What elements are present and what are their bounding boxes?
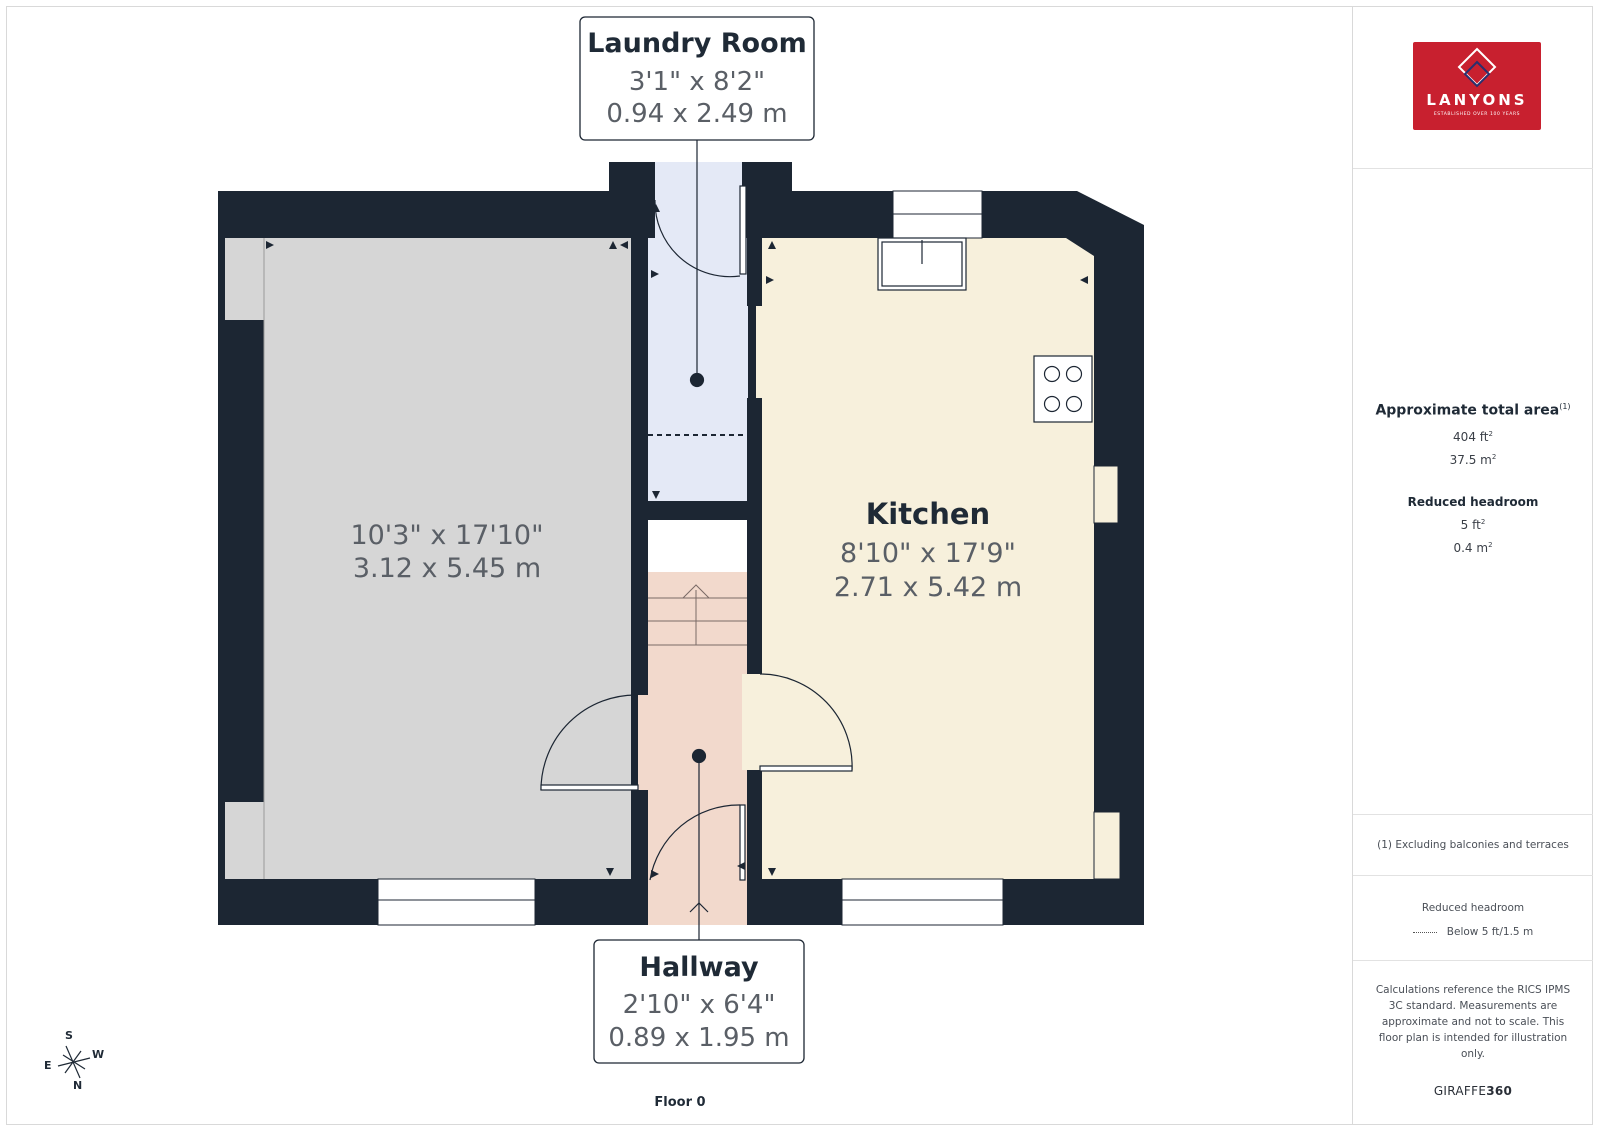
reduced-m: 0.4 m2 (1453, 541, 1493, 555)
legend-item: Below 5 ft/1.5 m (1353, 926, 1593, 938)
page-frame (6, 6, 1593, 1125)
living-room-metric: 3.12 x 5.45 m (353, 553, 541, 584)
hallway-metric: 0.89 x 1.95 m (608, 1023, 789, 1053)
reduced-ft: 5 ft2 (1460, 518, 1486, 532)
dotted-line-icon (1412, 931, 1437, 933)
footnote: (1) Excluding balconies and terraces (1377, 839, 1569, 851)
floor-plan: 10'3" x 17'10" 3.12 x 5.45 m Kitchen 8'1… (44, 16, 1144, 1092)
kitchen-recess-right (1093, 465, 1119, 524)
laundry-room-strip (648, 238, 748, 501)
dimension-markers (266, 204, 1088, 878)
callout-leaders (689, 140, 709, 940)
door-kitchen (759, 673, 853, 771)
compass-e: E (44, 1059, 52, 1072)
kitchen-floor (756, 238, 1094, 879)
living-room-imperial: 10'3" x 17'10" (350, 520, 543, 551)
compass-s: S (65, 1029, 73, 1042)
wall-laundry-hall (648, 501, 747, 520)
hallway-floor (648, 572, 747, 925)
kitchen-recess-bottom (1093, 811, 1121, 880)
divider (1353, 875, 1593, 876)
area-m: 37.5 m2 (1449, 453, 1497, 467)
hob (1033, 355, 1093, 423)
area-title: Approximate total area(1) (1375, 402, 1571, 419)
wall-laundry-kitchen-top (747, 194, 762, 306)
window-living-bottom (377, 878, 536, 926)
stairs (648, 584, 747, 646)
hallway-imperial: 2'10" x 6'4" (623, 990, 776, 1020)
laundry-room-metric: 0.94 x 2.49 m (606, 99, 787, 129)
under-stairs-cupboard (648, 520, 747, 572)
laundry-room-callout: Laundry Room 3'1" x 8'2" 0.94 x 2.49 m (579, 16, 815, 141)
kitchen-metric: 2.71 x 5.42 m (834, 572, 1022, 603)
wall-laundry-kitchen (747, 398, 762, 674)
kitchen-name: Kitchen (866, 497, 990, 531)
compass-w: W (92, 1048, 104, 1061)
kitchen-sink (877, 237, 967, 291)
kitchen-imperial: 8'10" x 17'9" (840, 538, 1016, 569)
wall-hall-kitchen (747, 770, 762, 925)
doors (540, 185, 853, 881)
window-kitchen-bottom (841, 878, 1004, 926)
area-ft: 404 ft2 (1453, 430, 1493, 444)
door-laundry (654, 199, 741, 278)
wall-kitchen-corner (1077, 191, 1144, 225)
logo-house-icon (1457, 47, 1497, 88)
sidebar: LANYONS ESTABLISHED OVER 100 YEARS Appro… (1352, 6, 1593, 1125)
laundry-room-imperial: 3'1" x 8'2" (629, 67, 765, 97)
logo-wordmark: LANYONS (1426, 91, 1528, 109)
legend-title: Reduced headroom (1421, 902, 1525, 914)
divider (1353, 814, 1593, 815)
kitchen-label: Kitchen 8'10" x 17'9" 2.71 x 5.42 m (834, 497, 1022, 603)
reduced-headroom-title: Reduced headroom (1407, 495, 1539, 509)
hallway-opening (638, 695, 662, 790)
door-entrance (649, 804, 741, 881)
floor-label: Floor 0 (654, 1095, 706, 1110)
wall-living-hall-lower (631, 790, 648, 925)
living-room-alcove-top (225, 238, 264, 320)
laundry-room-name: Laundry Room (587, 28, 807, 59)
living-room-alcove-bottom (225, 802, 264, 879)
brand-logo: LANYONS ESTABLISHED OVER 100 YEARS (1413, 42, 1541, 130)
logo-tagline: ESTABLISHED OVER 100 YEARS (1433, 112, 1521, 117)
hallway-callout: Hallway 2'10" x 6'4" 0.89 x 1.95 m (593, 939, 805, 1064)
compass-n: N (73, 1079, 82, 1092)
divider (1353, 960, 1593, 961)
living-room-floor (264, 238, 631, 879)
door-living (540, 694, 639, 791)
kitchen-door-opening (742, 674, 760, 770)
compass-icon: S W E N (44, 1029, 104, 1092)
calculation-note: Calculations reference the RICS IPMS 3C … (1375, 984, 1571, 1060)
divider (1353, 168, 1593, 169)
wall-living-hall-upper (631, 194, 648, 694)
living-room-label: 10'3" x 17'10" 3.12 x 5.45 m (350, 520, 543, 584)
giraffe360-brand: GIRAFFE360 (1433, 1084, 1513, 1098)
hallway-name: Hallway (639, 952, 759, 983)
